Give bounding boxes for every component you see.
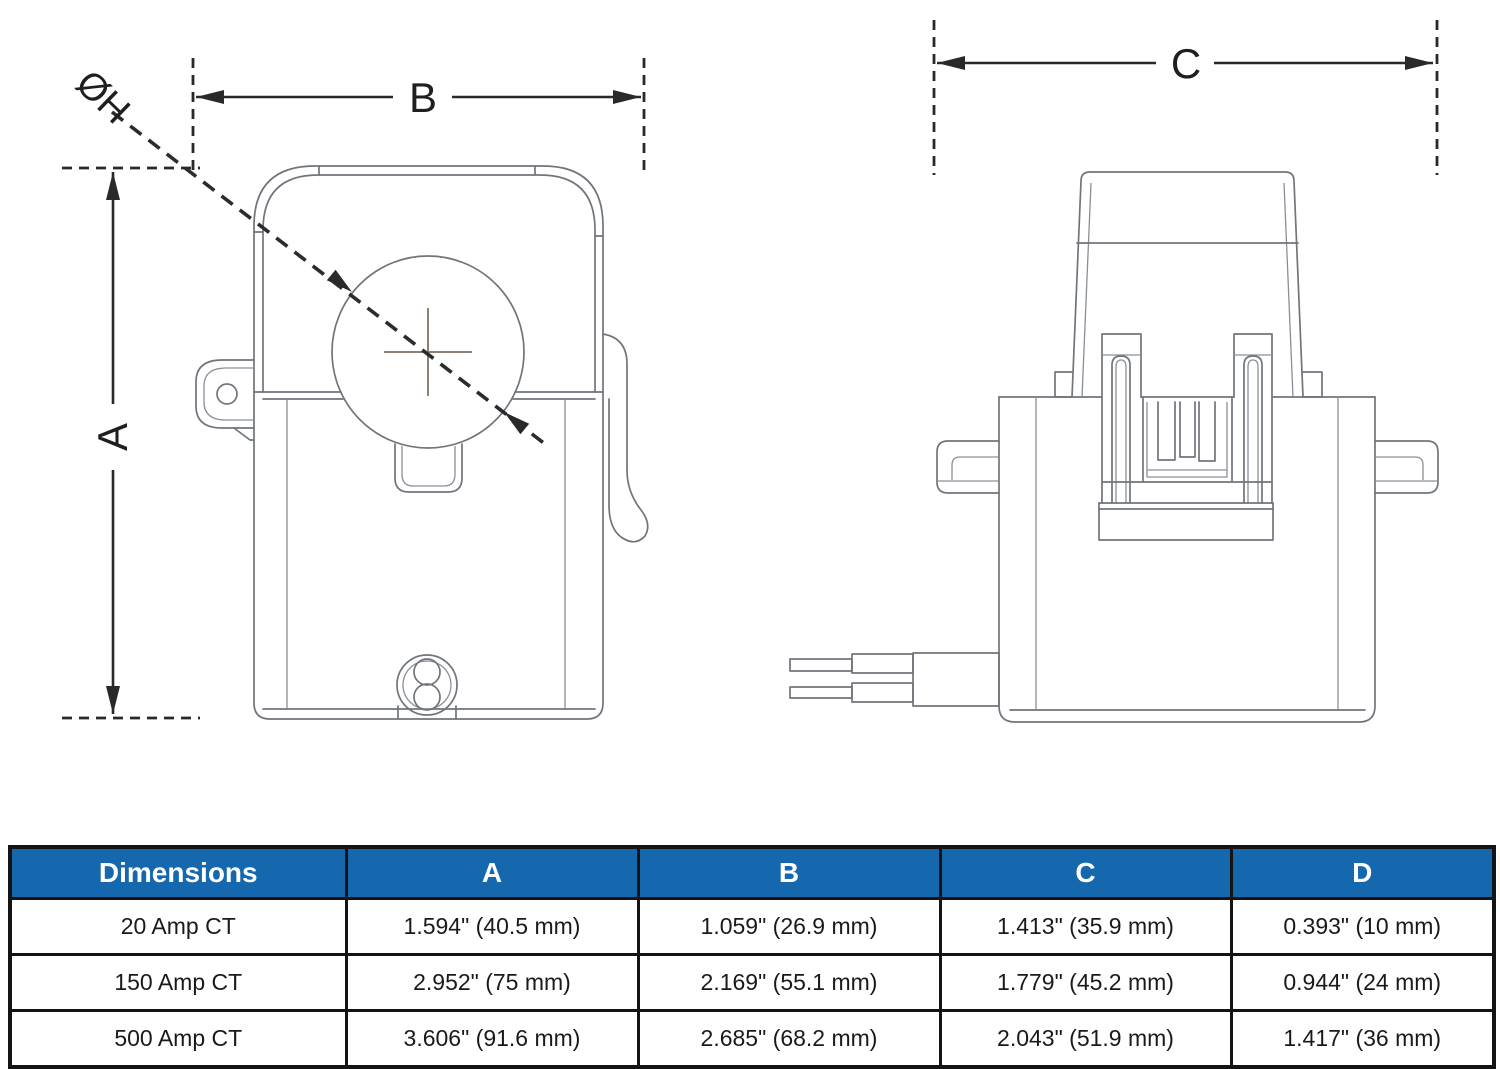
wire-bottom-lead: [789, 686, 853, 699]
header-dimensions: Dimensions: [8, 845, 348, 900]
dim-a-extension-lines: [62, 166, 200, 720]
tower-right-rail-inner: [1247, 359, 1259, 503]
channel-base-lines: [1098, 502, 1274, 510]
ear-left-outer: [936, 440, 1000, 494]
cell-d: 1.417" (36 mm): [1229, 1009, 1496, 1069]
dimension-b: B: [191, 58, 646, 172]
tower-right-rail-outer: [1243, 355, 1263, 504]
latch-clip: [602, 333, 649, 543]
channel-slat-2: [1179, 401, 1196, 458]
header-b: B: [636, 845, 942, 900]
mounting-lug-inner: [203, 367, 254, 421]
gland-legs: [397, 705, 457, 720]
dimension-aperture: ØH: [68, 63, 547, 446]
cell-c: 1.779" (45.2 mm): [938, 953, 1233, 1012]
cell-d: 0.393" (10 mm): [1229, 897, 1496, 956]
dim-b-label: B: [409, 74, 437, 121]
side-cover-inner-left: [1081, 182, 1092, 398]
channel-walls: [1142, 396, 1233, 483]
channel-inner-box: [1146, 402, 1228, 478]
wire-top-sleeve: [851, 653, 914, 674]
dim-a-arrow-bottom: [106, 686, 120, 714]
aperture-center-cross: [384, 308, 472, 396]
dimension-c: C: [932, 20, 1439, 175]
wire-gland: [912, 652, 1000, 707]
row-label: 20 Amp CT: [8, 897, 348, 956]
cell-c: 2.043" (51.9 mm): [938, 1009, 1233, 1069]
ear-right-inner: [1375, 456, 1424, 480]
side-cover-outer: [1071, 171, 1304, 398]
side-cover-inner-right: [1283, 182, 1294, 398]
side-step-right: [1302, 371, 1323, 398]
front-outer-outline: [253, 165, 604, 720]
front-inner-wall: [262, 174, 596, 393]
side-step-left: [1054, 371, 1073, 398]
mounting-lug-outer: [195, 359, 255, 429]
cell-b: 2.169" (55.1 mm): [636, 953, 942, 1012]
dim-c-arrow-right: [1405, 56, 1433, 70]
front-view-drawing: [195, 165, 649, 720]
dim-h-diagonal: [110, 110, 547, 446]
dim-b-arrow-right: [613, 90, 641, 104]
channel-slat-1: [1157, 401, 1176, 461]
dim-c-arrow-left: [937, 56, 965, 70]
ear-right-outer: [1374, 440, 1439, 494]
gland-wire-bottom: [413, 683, 441, 711]
latch-notch-outer: [394, 443, 463, 493]
table-row: 150 Amp CT 2.952" (75 mm) 2.169" (55.1 m…: [8, 953, 1496, 1012]
header-a: A: [344, 845, 640, 900]
table-row: 500 Amp CT 3.606" (91.6 mm) 2.685" (68.2…: [8, 1009, 1496, 1069]
channel-base-block: [1098, 502, 1274, 541]
latch-notch-inner: [401, 446, 456, 487]
side-body-inner-verts: [1035, 397, 1339, 710]
dimension-a: A: [62, 166, 200, 720]
header-c: C: [938, 845, 1233, 900]
side-body-outline: [998, 396, 1376, 723]
dim-c-extension-lines: [932, 20, 1439, 175]
aperture-circle: [331, 255, 525, 449]
dim-a-arrow-top: [106, 172, 120, 200]
cell-d: 0.944" (24 mm): [1229, 953, 1496, 1012]
wire-top-lead: [789, 658, 853, 672]
channel-slat-3: [1198, 401, 1216, 462]
cell-a: 3.606" (91.6 mm): [344, 1009, 640, 1069]
ear-left-inner: [951, 456, 999, 480]
dim-b-extension-lines: [191, 58, 646, 172]
dim-b-arrow-left: [196, 90, 224, 104]
tower-left-outline: [1101, 333, 1142, 504]
cell-a: 1.594" (40.5 mm): [344, 897, 640, 956]
tower-right-outline: [1233, 333, 1273, 504]
mounting-lug-foot: [233, 427, 255, 441]
cell-b: 1.059" (26.9 mm): [636, 897, 942, 956]
mounting-hole: [216, 383, 238, 405]
dim-h-arrow-lower: [504, 412, 530, 435]
dim-a-label: A: [89, 423, 136, 451]
tower-left-rail-inner: [1115, 359, 1127, 503]
dimension-table: Dimensions A B C D 20 Amp CT 1.594" (40.…: [8, 845, 1496, 1069]
tower-left-rail-outer: [1111, 355, 1131, 504]
dim-h-label: ØH: [68, 63, 138, 133]
gland-ring: [402, 660, 452, 710]
table-row: 20 Amp CT 1.594" (40.5 mm) 1.059" (26.9 …: [8, 897, 1496, 956]
ct-dimension-drawing: B C A ØH: [62, 20, 1439, 723]
row-label: 500 Amp CT: [8, 1009, 348, 1069]
gland-wire-top: [413, 658, 441, 686]
table-header-row: Dimensions A B C D: [8, 845, 1496, 900]
wire-bottom-sleeve: [851, 682, 914, 703]
dimension-table-section: Dimensions A B C D 20 Amp CT 1.594" (40.…: [8, 845, 1496, 1069]
gland-outer-circle: [396, 654, 458, 716]
cell-a: 2.952" (75 mm): [344, 953, 640, 1012]
row-label: 150 Amp CT: [8, 953, 348, 1012]
cell-c: 1.413" (35.9 mm): [938, 897, 1233, 956]
side-view-drawing: [789, 171, 1439, 723]
dim-c-label: C: [1171, 40, 1201, 87]
cell-b: 2.685" (68.2 mm): [636, 1009, 942, 1069]
header-d: D: [1229, 845, 1496, 900]
dim-h-arrow-upper: [326, 269, 352, 292]
